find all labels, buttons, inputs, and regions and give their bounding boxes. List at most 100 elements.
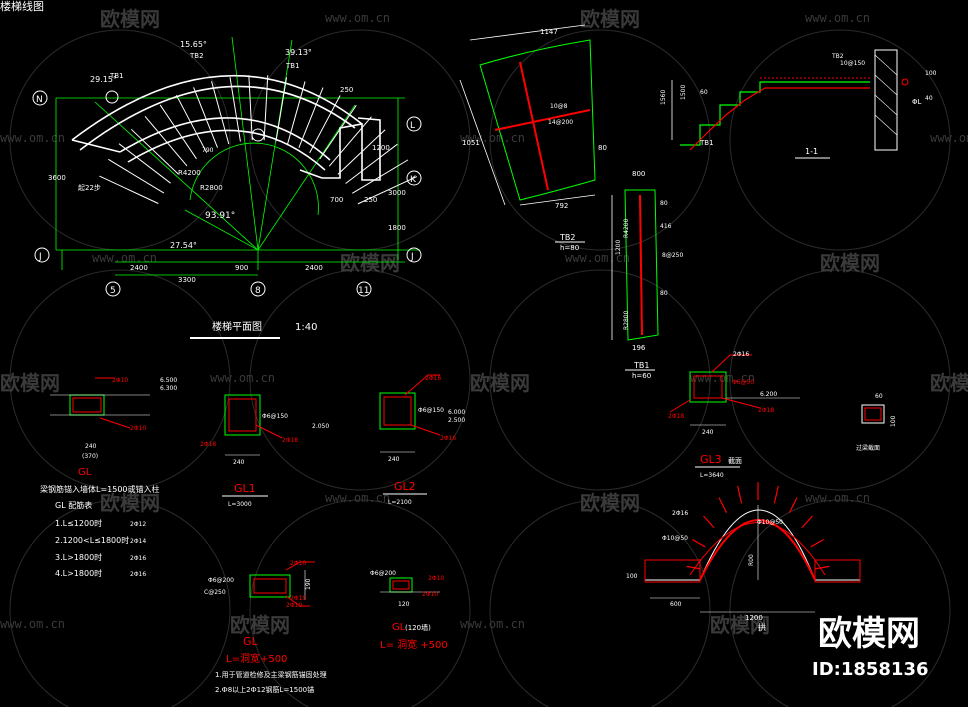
watermark-url: www.om.cn bbox=[92, 251, 157, 265]
arch-stirrup bbox=[692, 538, 706, 548]
stair-tread bbox=[118, 143, 171, 184]
dim-label: 900 bbox=[235, 264, 248, 272]
tb1-dim: 800 bbox=[632, 170, 645, 178]
gl3-tag: 截面 bbox=[728, 456, 742, 465]
gl3-sub: L=3640 bbox=[700, 472, 724, 479]
gl-bottom-rebar: 2Φ10 bbox=[290, 595, 306, 602]
stair-tread bbox=[337, 129, 386, 175]
section-tag: ΦL bbox=[912, 98, 922, 106]
gl-120-detail: Φ6@200 2Φ10 2Φ10 120 GL (120墙) L= 洞宽 +50… bbox=[370, 570, 448, 651]
tb1-rebar: 8@250 bbox=[662, 252, 683, 259]
dim-label: 3300 bbox=[178, 276, 196, 284]
tb1-dim: 196 bbox=[632, 344, 646, 352]
gl-level: 6.300 bbox=[160, 385, 177, 392]
gl-bottom-rebar: 2Φ10 bbox=[290, 560, 306, 567]
plan-scale: 1:40 bbox=[295, 322, 317, 333]
watermark-brand: 欧模网 bbox=[0, 371, 60, 395]
dim-label: 3000 bbox=[388, 189, 406, 197]
gl2-stirrup: Φ6@150 bbox=[418, 407, 444, 414]
tb1-label: TB1 bbox=[633, 361, 649, 370]
watermark-brand: 欧模网 bbox=[340, 251, 400, 275]
stair-tread bbox=[345, 143, 398, 184]
tb1-dim: 80 bbox=[660, 290, 668, 297]
angle-label: 93.91° bbox=[205, 211, 235, 221]
gl-list-bar: 2Φ12 bbox=[130, 521, 146, 528]
gl-list-bar: 2Φ16 bbox=[130, 555, 146, 562]
gl-120-title: GL bbox=[392, 622, 406, 633]
gl-120-formula: L= 洞宽 +500 bbox=[380, 638, 448, 651]
arch-stirrup bbox=[718, 497, 728, 514]
gl3-dim: 240 bbox=[702, 429, 714, 436]
watermark-url: www.om.cn bbox=[0, 131, 65, 145]
corner-title: 楼梯线图 bbox=[0, 0, 44, 13]
watermark-url: www.om.cn bbox=[690, 371, 755, 385]
gl-title: GL bbox=[78, 467, 92, 478]
stair-tread bbox=[248, 75, 253, 141]
gl2-rebar: 2Φ16 bbox=[440, 435, 456, 442]
gl-small-dim: 100 bbox=[890, 415, 897, 427]
gl-small-dim: 60 bbox=[875, 393, 883, 400]
gl-list-item: 2.1200<L≤1800时 bbox=[55, 535, 129, 545]
angle-label: 39.13° bbox=[285, 48, 312, 57]
section-dim: 60 bbox=[700, 89, 708, 96]
gl3-level: 6.200 bbox=[760, 391, 777, 398]
gl-list-item: 3.L>1800时 bbox=[55, 552, 102, 562]
tb2-dim: 80 bbox=[598, 144, 607, 152]
gl-small-title: 过梁截面 bbox=[856, 444, 880, 452]
gl-120-stirrup: Φ6@200 bbox=[370, 570, 396, 577]
watermark-url: www.om.cn bbox=[325, 11, 390, 25]
stair-plan: N L K J J 5 8 11 15.65° 29.15° 39.13° 93… bbox=[32, 36, 422, 339]
tb2-label: TB2 bbox=[559, 233, 575, 242]
gl1-stirrup: Φ6@150 bbox=[262, 413, 288, 420]
radius-label: R4200 bbox=[178, 169, 201, 177]
tb1-dim: 416 bbox=[660, 223, 672, 230]
arch-rebar: 2Φ16 bbox=[672, 510, 688, 517]
tb1-dim: 80 bbox=[660, 200, 668, 207]
gl-note: 梁钢筋锚入墙体L=1500或锚入柱 bbox=[40, 484, 160, 494]
brand-logo-text: 欧模网 bbox=[818, 614, 920, 654]
tb2-detail: 1147 792 1051 80 10@8 14@200 TB2 h=80 bbox=[459, 24, 607, 252]
grid-label-k: K bbox=[410, 175, 417, 185]
brand-id-text: ID:1858136 bbox=[812, 659, 929, 680]
grid-label-j: J bbox=[410, 252, 414, 262]
gl2-sub: L=2100 bbox=[388, 499, 412, 506]
arch-dim: 100 bbox=[626, 573, 638, 580]
watermark-url: www.om.cn bbox=[0, 617, 65, 631]
arch-stirrup bbox=[801, 515, 813, 529]
section-rebar: 10@150 bbox=[840, 60, 865, 67]
arch-stirrup bbox=[815, 565, 830, 570]
gl2-detail: 240 2Φ16 2Φ16 Φ6@150 6.000 2.500 GL2 L=2… bbox=[379, 374, 465, 506]
section-dim: 40 bbox=[925, 95, 933, 102]
stair-tread bbox=[319, 104, 357, 160]
arch-stirrup bbox=[810, 538, 824, 548]
gl-rebar: 2Φ10 bbox=[130, 425, 146, 432]
watermark-brand: 欧模网 bbox=[930, 371, 968, 395]
watermark-url: www.om.cn bbox=[805, 491, 870, 505]
watermark-brand: 欧模网 bbox=[230, 613, 290, 637]
section-1-1: 1560 1500 100 60 40 10@150 TB1 TB2 ΦL 1-… bbox=[660, 49, 937, 159]
grid-label-5: 5 bbox=[110, 286, 116, 296]
watermark-layer: 欧模网 欧模网 欧模网 欧模网 欧模网 欧模网 欧模网 欧模网 欧模网 欧模网 … bbox=[0, 7, 968, 707]
gl1-level: 2.050 bbox=[312, 423, 329, 430]
gl-bottom-detail: 2Φ10 2Φ10 2Φ10 Φ6@200 C@250 190 GL L=洞宽+… bbox=[204, 560, 327, 694]
gl-list-title: GL 配筋表 bbox=[55, 500, 92, 510]
gl-subtitle: (370) bbox=[82, 453, 98, 460]
gl3-rebar: 2Φ18 bbox=[758, 407, 774, 414]
angle-label: 29.15° bbox=[90, 75, 117, 84]
watermark-brand: 欧模网 bbox=[580, 491, 640, 515]
gl-small-detail: 60 100 过梁截面 bbox=[856, 393, 897, 452]
stair-tread bbox=[298, 87, 324, 149]
watermark-brand: 欧模网 bbox=[100, 7, 160, 31]
dim-label: 250 bbox=[364, 196, 377, 204]
dim-label: 250 bbox=[340, 86, 353, 94]
watermark-url: www.om.cn bbox=[460, 617, 525, 631]
gl1-rebar: 2Φ18 bbox=[282, 437, 298, 444]
gl3-stirrup: Φ6@50 bbox=[732, 379, 754, 386]
gl3-title: GL3 bbox=[700, 453, 722, 466]
radius-label: R2800 bbox=[200, 184, 223, 192]
stair-tread bbox=[352, 159, 409, 194]
angle-label: 15.65° bbox=[180, 40, 207, 49]
gl3-rebar: 2Φ18 bbox=[668, 413, 684, 420]
dim-label: 790 bbox=[202, 147, 214, 154]
